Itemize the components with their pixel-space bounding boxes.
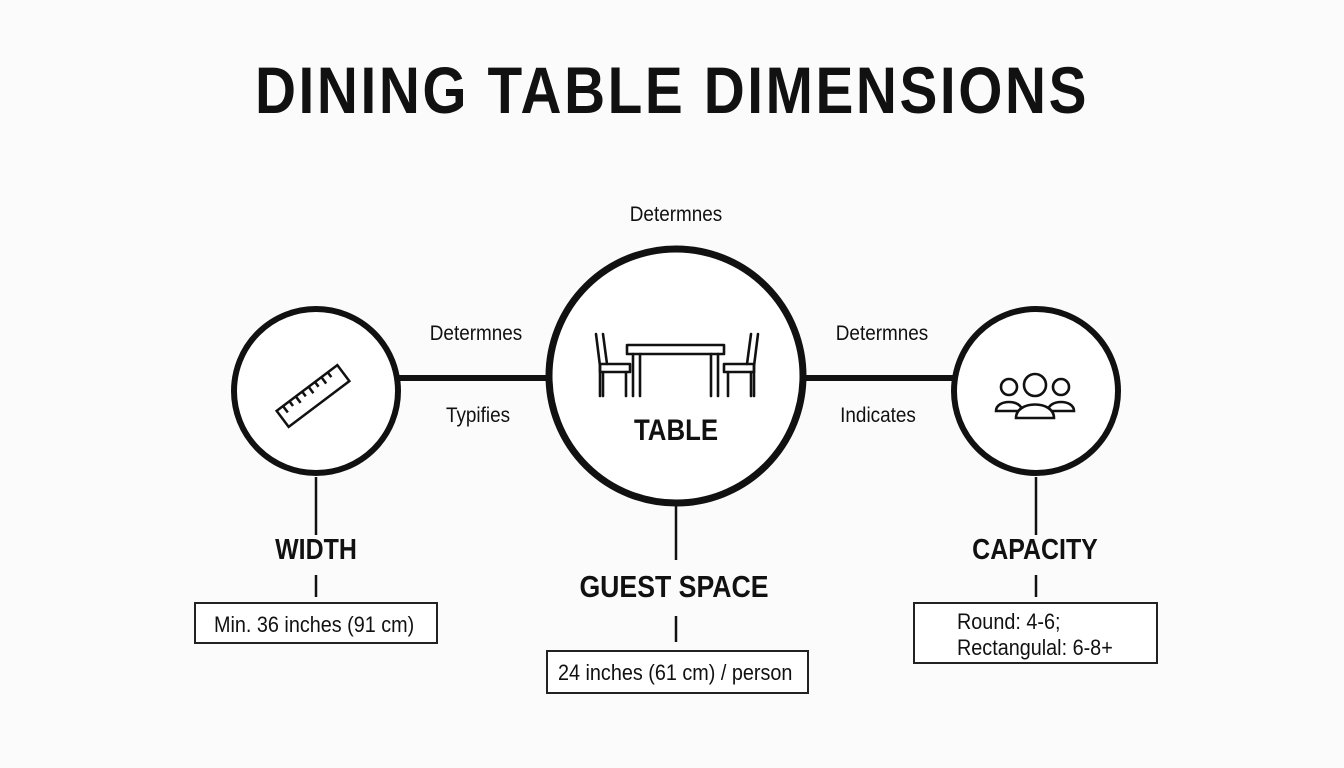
node-label-guest-space: GUEST SPACE bbox=[579, 569, 769, 604]
node-label-width: WIDTH bbox=[275, 534, 357, 566]
edge-label-right-upper: Determnes bbox=[835, 322, 929, 345]
guest-space-detail-text: 24 inches (61 cm) / person bbox=[558, 660, 793, 685]
edge-label-top: Determnes bbox=[629, 203, 723, 226]
edge-label-left-lower: Typifies bbox=[445, 404, 511, 427]
node-width-circle bbox=[231, 306, 401, 476]
dining-table-icon bbox=[594, 332, 760, 398]
guest-space-detail-box: 24 inches (61 cm) / person bbox=[546, 650, 809, 694]
group-icon bbox=[994, 372, 1076, 420]
width-detail-box: Min. 36 inches (91 cm) bbox=[194, 602, 438, 644]
page-title: DINING TABLE DIMENSIONS bbox=[254, 53, 1090, 127]
ruler-icon bbox=[274, 363, 352, 429]
edge-label-right-lower: Indicates bbox=[840, 404, 916, 427]
capacity-detail-box: Round: 4-6; Rectangulal: 6-8+ bbox=[913, 602, 1158, 664]
capacity-detail-line-1: Round: 4-6; bbox=[957, 609, 1061, 634]
capacity-detail-line-2: Rectangulal: 6-8+ bbox=[957, 635, 1113, 660]
width-detail-text: Min. 36 inches (91 cm) bbox=[214, 612, 415, 637]
node-table-circle bbox=[545, 245, 807, 507]
edge-label-left-upper: Determnes bbox=[429, 322, 523, 345]
node-label-capacity: CAPACITY bbox=[972, 534, 1098, 566]
node-label-table: TABLE bbox=[633, 414, 719, 447]
